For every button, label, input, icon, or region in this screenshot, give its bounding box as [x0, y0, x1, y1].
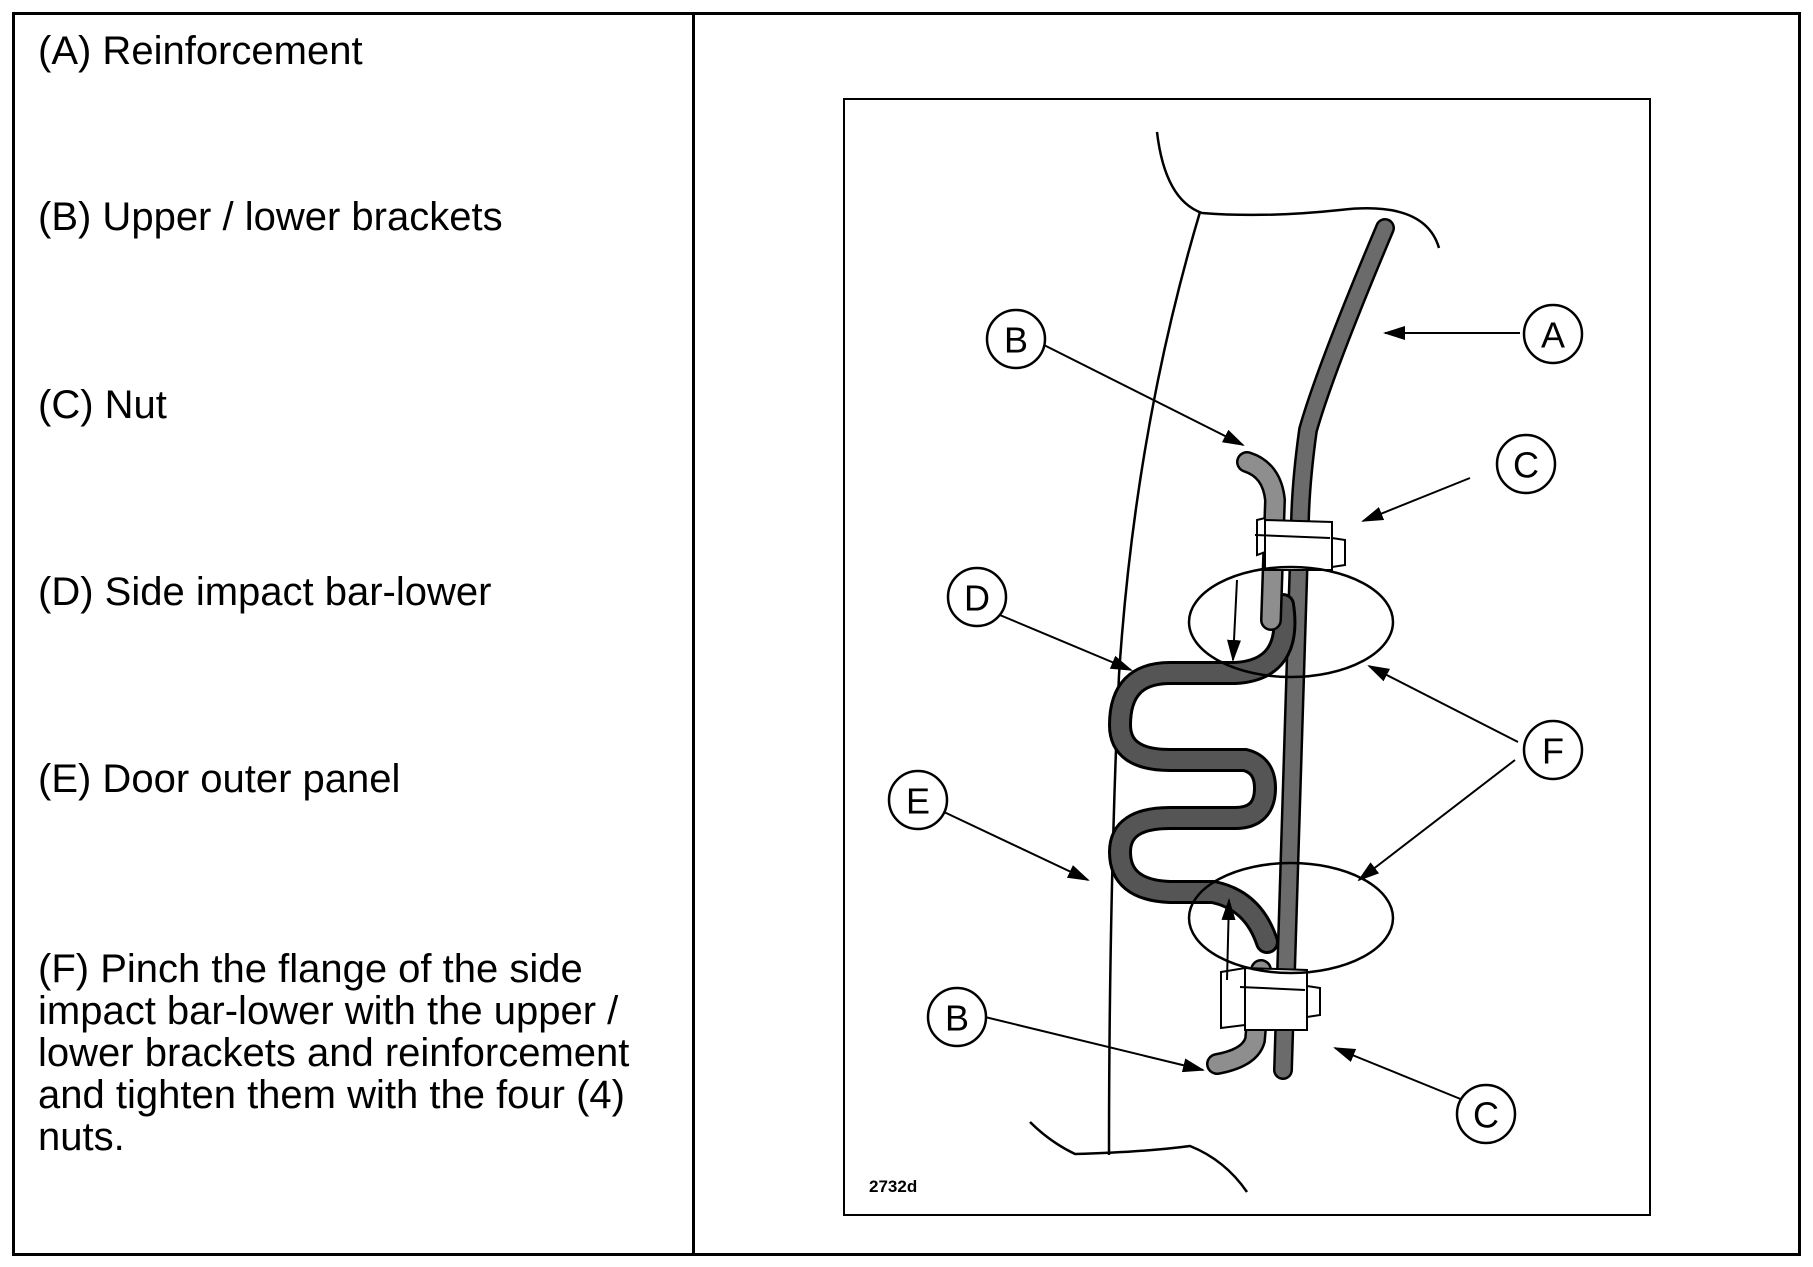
leader-arrow-f-lower: [1357, 759, 1516, 882]
callout-b-lower-label: B: [945, 998, 969, 1039]
callout-b-upper-label: B: [1004, 320, 1028, 361]
legend-item-nut: (C) Nut: [38, 383, 167, 427]
leader-arrow-c-upper: [1361, 477, 1471, 522]
callout-e: E: [887, 769, 949, 831]
upper-bracket-fill: [1238, 453, 1284, 629]
leader-arrow-d: [994, 612, 1133, 671]
callout-a: A: [1522, 303, 1584, 365]
callout-c-lower: C: [1455, 1083, 1517, 1145]
legend-item-brackets: (B) Upper / lower brackets: [38, 195, 503, 239]
door-panel-top-curve: [1155, 131, 1441, 249]
callout-d-label: D: [964, 578, 990, 619]
callout-f-label: F: [1542, 731, 1564, 772]
reinforcement-fill: [1275, 220, 1393, 1078]
upper-nut-part: [1254, 516, 1346, 571]
leader-arrow-b-upper: [1029, 337, 1245, 446]
diagram-figure: A B C D F E B C 2732d: [843, 98, 1651, 1216]
leader-arrow-c-lower: [1333, 1047, 1464, 1101]
callout-a-label: A: [1541, 315, 1565, 356]
pinch-arrow-upper: [1227, 579, 1241, 662]
side-impact-bar-fill: [1110, 596, 1294, 951]
lower-nut-part: [1220, 966, 1321, 1031]
legend-item-pinch-instruction: (F) Pinch the flange of the side impact …: [38, 947, 630, 1159]
outer-frame: [12, 12, 1801, 1256]
legend-item-reinforcement: (A) Reinforcement: [38, 29, 363, 73]
callout-c-lower-label: C: [1473, 1095, 1499, 1136]
callout-c-upper-label: C: [1513, 445, 1539, 486]
pinch-arrow-lower: [1221, 898, 1236, 981]
leader-arrow-f-upper: [1367, 665, 1519, 743]
legend-item-side-impact-bar: (D) Side impact bar-lower: [38, 570, 492, 614]
figure-code: 2732d: [869, 1177, 917, 1196]
door-panel-bottom-curve: [1029, 1121, 1249, 1193]
legend-item-door-outer-panel: (E) Door outer panel: [38, 757, 401, 801]
callout-b-upper: B: [985, 308, 1047, 370]
callout-c-upper: C: [1495, 433, 1557, 495]
leader-arrow-e: [943, 811, 1090, 881]
door-assembly-drawing: A B C D F E B C 2732d: [869, 131, 1584, 1196]
callout-d: D: [946, 566, 1008, 628]
door-outer-panel-line: [1107, 211, 1202, 1156]
leader-arrow-b-lower: [984, 1016, 1205, 1073]
callout-e-label: E: [906, 781, 930, 822]
callout-f: F: [1522, 719, 1584, 781]
pinch-zone-upper: [1187, 565, 1395, 679]
column-divider: [692, 12, 695, 1256]
callout-b-lower: B: [926, 986, 988, 1048]
pinch-zone-lower: [1187, 861, 1395, 975]
lower-bracket-fill: [1208, 961, 1270, 1073]
